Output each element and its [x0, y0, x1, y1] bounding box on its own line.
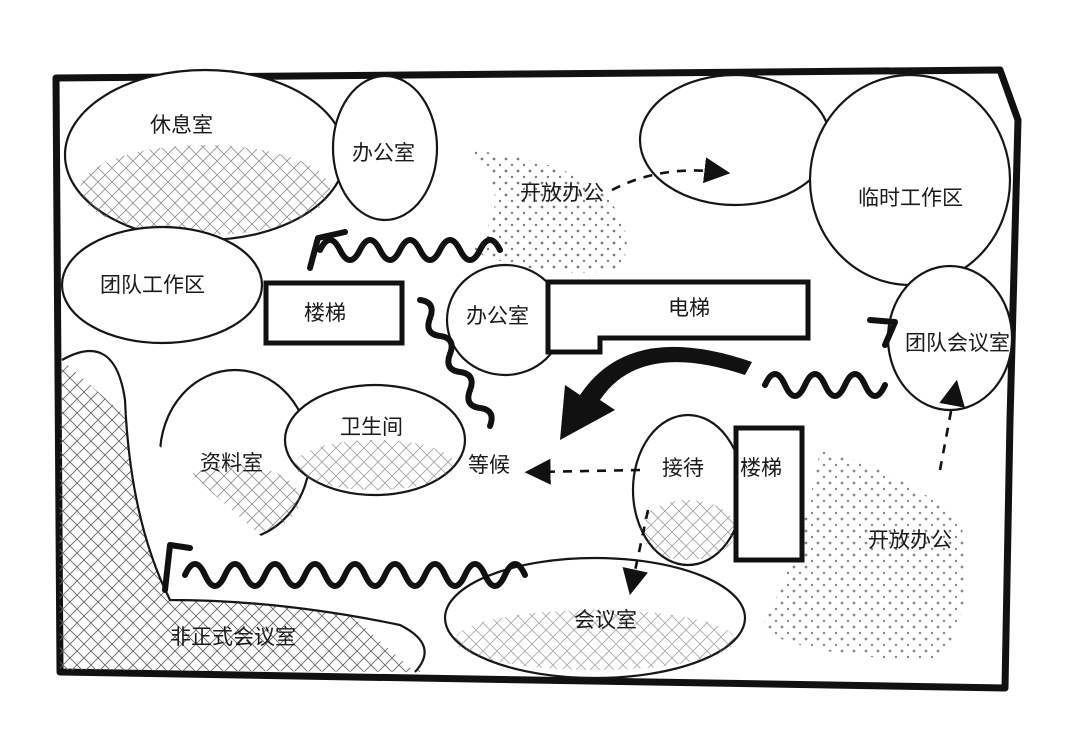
informal-zone-hatch	[59, 358, 423, 672]
informal-meeting-bubble	[61, 349, 426, 673]
label-waiting: 等候	[468, 453, 510, 477]
label-office-top: 办公室	[352, 141, 415, 165]
right-open-office-stipple	[760, 450, 967, 660]
temp-work-area-bubble	[808, 73, 1012, 287]
meeting-hatch	[455, 610, 735, 670]
label-informal-meeting-room: 非正式会议室	[170, 625, 296, 649]
stairs-right-box	[733, 425, 805, 563]
spring-to-team-meeting	[762, 371, 888, 399]
open-office-stipple	[470, 150, 627, 273]
lounge-hatch	[80, 145, 330, 235]
label-stairs-right: 楼梯	[740, 456, 782, 480]
spring-center-diagonal	[417, 297, 495, 429]
restroom-hatch	[295, 440, 455, 490]
label-temp-work-area: 临时工作区	[858, 186, 963, 210]
spring-bottom-end	[162, 542, 193, 593]
dashed-arrow-to-waiting	[524, 458, 641, 485]
spring-stairs-to-office	[317, 237, 503, 263]
label-office-center: 办公室	[466, 304, 529, 328]
label-elevator: 电梯	[668, 296, 710, 320]
circulation-arrow	[560, 346, 752, 440]
stairs-left-box	[263, 280, 405, 346]
label-open-office-top: 开放办公	[520, 181, 604, 205]
team-work-area-bubble	[60, 225, 264, 345]
dashed-arrow-open-office	[611, 157, 731, 192]
dashed-arrow-to-team-meeting	[938, 379, 965, 471]
elevator-box	[545, 279, 811, 355]
dashed-arrow-to-meeting	[622, 509, 650, 596]
spring-bottom-long	[182, 561, 528, 589]
reception-hatch	[640, 500, 736, 560]
label-meeting-room: 会议室	[574, 608, 637, 632]
label-open-office-right: 开放办公	[868, 528, 952, 552]
label-reception: 接待	[662, 456, 704, 480]
label-team-work-area: 团队工作区	[100, 273, 205, 297]
label-team-meeting-room: 团队会议室	[905, 331, 1010, 355]
spring-start-head	[307, 229, 348, 271]
label-lounge: 休息室	[150, 113, 213, 137]
spring-team-head	[867, 317, 898, 348]
label-stairs-left: 楼梯	[304, 301, 346, 325]
open-office-top-bubble	[638, 73, 832, 207]
label-restroom: 卫生间	[340, 415, 403, 439]
office-top-bubble	[331, 74, 439, 222]
label-archive-room: 资料室	[200, 451, 263, 475]
